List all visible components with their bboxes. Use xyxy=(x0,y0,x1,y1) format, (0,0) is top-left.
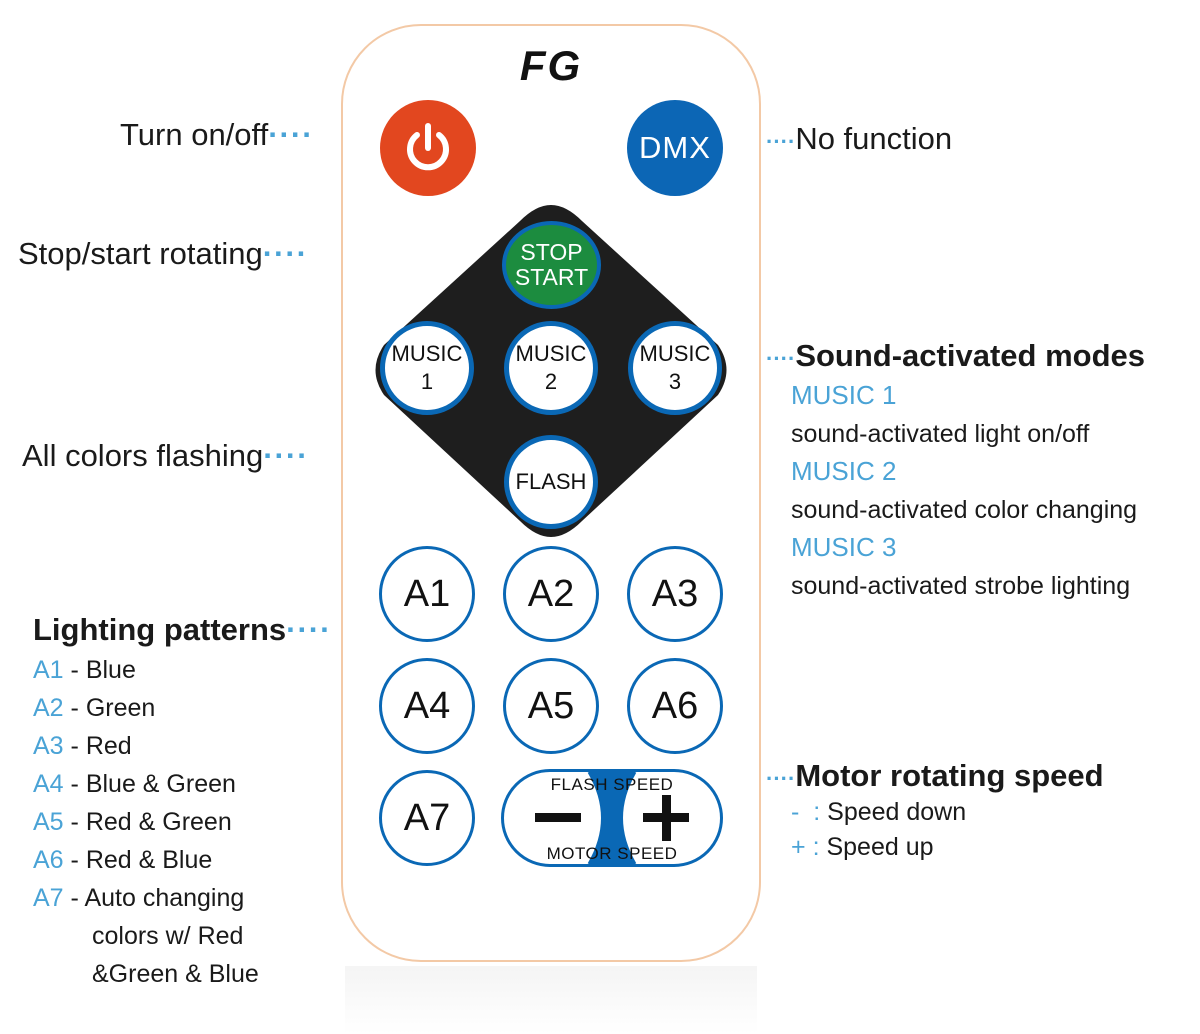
lighting-item: A3 - Red xyxy=(33,732,132,761)
lighting-heading-text: Lighting patterns xyxy=(33,612,287,647)
sound-mode-desc: sound-activated light on/off xyxy=(791,420,1090,448)
callout-turn-on-off: Turn on/off···· xyxy=(120,117,314,153)
music-3-button[interactable]: MUSIC 3 xyxy=(628,321,722,415)
music-2-button[interactable]: MUSIC 2 xyxy=(504,321,598,415)
brand-logo: FG xyxy=(519,42,583,89)
lighting-code: A7 xyxy=(33,884,64,912)
speed-up-desc: Speed up xyxy=(826,833,934,861)
remote-reflection xyxy=(345,966,757,1034)
music-1-label: MUSIC xyxy=(391,341,463,366)
lighting-item: A4 - Blue & Green xyxy=(33,770,236,799)
music-3-label: MUSIC xyxy=(639,341,711,366)
speed-down-button[interactable] xyxy=(504,772,612,864)
start-label: START xyxy=(514,264,589,290)
a4-button[interactable]: A4 xyxy=(379,658,475,754)
callout-dots: ···· xyxy=(766,766,796,791)
lighting-desc: - Red & Green xyxy=(70,808,232,836)
callout-dots: ···· xyxy=(766,129,796,154)
lighting-a7-continuation: colors w/ Red xyxy=(92,922,244,950)
motor-speed-heading: ····Motor rotating speed xyxy=(766,758,1104,794)
lighting-patterns-heading: Lighting patterns···· xyxy=(33,612,331,648)
lighting-code: A1 xyxy=(33,656,64,684)
lighting-item: A7 - Auto changing xyxy=(33,884,244,913)
sound-mode-name: MUSIC 1 xyxy=(791,380,897,410)
a1-button[interactable]: A1 xyxy=(379,546,475,642)
callout-turn-on-off-text: Turn on/off xyxy=(120,117,269,152)
lighting-code: A3 xyxy=(33,732,64,760)
stop-start-button[interactable]: STOP START xyxy=(502,221,601,309)
sound-mode-desc: sound-activated color changing xyxy=(791,496,1138,524)
power-button[interactable] xyxy=(380,100,476,196)
dmx-label: DMX xyxy=(639,130,711,165)
callout-dots: ···· xyxy=(268,117,314,152)
lighting-code: A5 xyxy=(33,808,64,836)
a3-button[interactable]: A3 xyxy=(627,546,723,642)
power-icon xyxy=(407,123,449,171)
callout-dots: ···· xyxy=(263,438,309,473)
lighting-item: A2 - Green xyxy=(33,694,155,723)
dmx-button[interactable]: DMX xyxy=(627,100,723,196)
callout-all-colors-text: All colors flashing xyxy=(22,438,264,473)
lighting-desc: - Red xyxy=(70,732,132,760)
stop-label: STOP xyxy=(520,239,583,265)
sound-modes-heading: ····Sound-activated modes xyxy=(766,338,1145,374)
music-1-button[interactable]: MUSIC 1 xyxy=(380,321,474,415)
speed-up-button[interactable] xyxy=(612,772,720,864)
callout-all-colors: All colors flashing···· xyxy=(22,438,309,474)
minus-symbol: - xyxy=(791,798,800,826)
a3-label: A3 xyxy=(651,572,699,615)
callout-stop-start: Stop/start rotating···· xyxy=(18,236,308,272)
a4-label: A4 xyxy=(403,684,451,727)
a1-label: A1 xyxy=(403,572,451,615)
a6-button[interactable]: A6 xyxy=(627,658,723,754)
lighting-code: A6 xyxy=(33,846,64,874)
sound-mode-desc: sound-activated strobe lighting xyxy=(791,572,1131,600)
sound-mode-name: MUSIC 3 xyxy=(791,532,897,562)
lighting-desc: - Blue xyxy=(70,656,136,684)
lighting-code: A2 xyxy=(33,694,64,722)
music-2-label: MUSIC xyxy=(515,341,587,366)
motor-speed-down-line: - : Speed down xyxy=(791,798,966,827)
lighting-item: A5 - Red & Green xyxy=(33,808,232,837)
lighting-a7-continuation: &Green & Blue xyxy=(92,960,259,988)
lighting-code: A4 xyxy=(33,770,64,798)
motor-speed-up-line: + : Speed up xyxy=(791,833,934,862)
callout-dots: ···· xyxy=(286,612,332,647)
lighting-desc: - Blue & Green xyxy=(70,770,236,798)
plus-sep: : xyxy=(812,833,820,861)
a5-button[interactable]: A5 xyxy=(503,658,599,754)
plus-symbol: + xyxy=(791,833,806,861)
flash-label: FLASH xyxy=(515,469,587,494)
a7-label: A7 xyxy=(403,796,451,839)
a5-label: A5 xyxy=(527,684,575,727)
a6-label: A6 xyxy=(651,684,699,727)
callout-no-function: ····No function xyxy=(766,121,952,157)
flash-button[interactable]: FLASH xyxy=(504,435,598,529)
lighting-item: A1 - Blue xyxy=(33,656,136,685)
minus-icon xyxy=(535,813,581,822)
motor-heading-text: Motor rotating speed xyxy=(795,758,1104,793)
minus-sep: : xyxy=(813,798,821,826)
music-2-number: 2 xyxy=(544,369,558,394)
speed-divider xyxy=(587,772,637,864)
music-3-number: 3 xyxy=(668,369,682,394)
music-1-number: 1 xyxy=(420,369,434,394)
speed-down-desc: Speed down xyxy=(827,798,967,826)
callout-stop-start-text: Stop/start rotating xyxy=(18,236,263,271)
lighting-desc: - Auto changing xyxy=(70,884,245,912)
lighting-desc: - Green xyxy=(70,694,156,722)
sound-modes-heading-text: Sound-activated modes xyxy=(795,338,1145,373)
plus-icon xyxy=(643,795,689,841)
callout-dots: ···· xyxy=(766,346,796,371)
a2-label: A2 xyxy=(527,572,575,615)
sound-mode-name: MUSIC 2 xyxy=(791,456,897,486)
a2-button[interactable]: A2 xyxy=(503,546,599,642)
lighting-item: A6 - Red & Blue xyxy=(33,846,212,875)
speed-rocker: FLASH SPEED MOTOR SPEED xyxy=(501,769,723,867)
a7-button[interactable]: A7 xyxy=(379,770,475,866)
callout-no-function-text: No function xyxy=(795,121,953,156)
lighting-desc: - Red & Blue xyxy=(70,846,213,874)
callout-dots: ···· xyxy=(262,236,308,271)
